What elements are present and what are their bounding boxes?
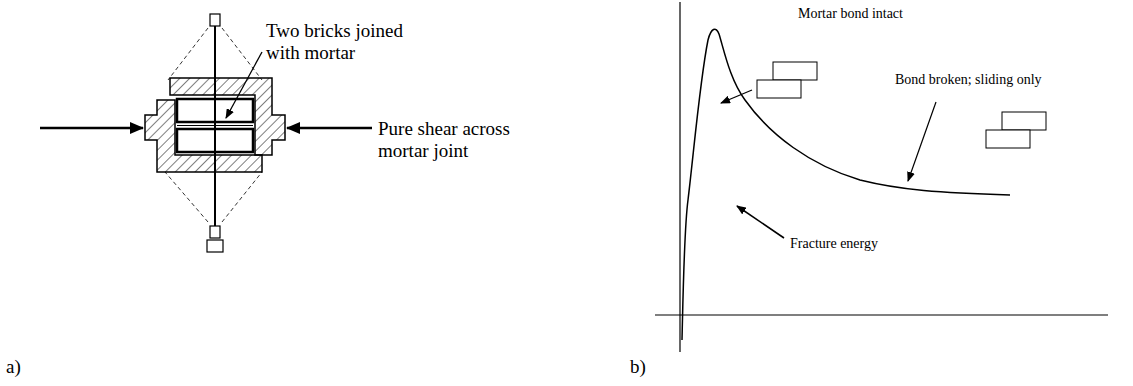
y-axis: [679, 2, 680, 352]
part-label-box: Pure shear across mortar joint: [378, 118, 548, 162]
x-axis: [655, 314, 1108, 315]
panel-label: b): [630, 356, 646, 377]
part-label: Two bricks joined with mortar: [266, 20, 403, 63]
load-displacement-graph: [655, 2, 1108, 352]
panel-label-box: a): [6, 356, 21, 378]
panel-label: a): [6, 356, 21, 377]
part-label-box: Two bricks joined with mortar: [266, 20, 431, 64]
curve-annotation: Bond broken; sliding only: [895, 72, 1042, 87]
curve-annotation-box: Fracture energy: [790, 236, 878, 252]
curve-annotation: Fracture energy: [790, 236, 878, 251]
curve-annotation: Mortar bond intact: [798, 6, 903, 21]
curve-annotation-box: Mortar bond intact: [798, 6, 903, 22]
brick-sketch: [757, 62, 1046, 148]
curve-annotation-box: Bond broken; sliding only: [895, 72, 1042, 88]
part-label: Pure shear across mortar joint: [378, 118, 510, 161]
panel-label-box: b): [630, 356, 646, 378]
